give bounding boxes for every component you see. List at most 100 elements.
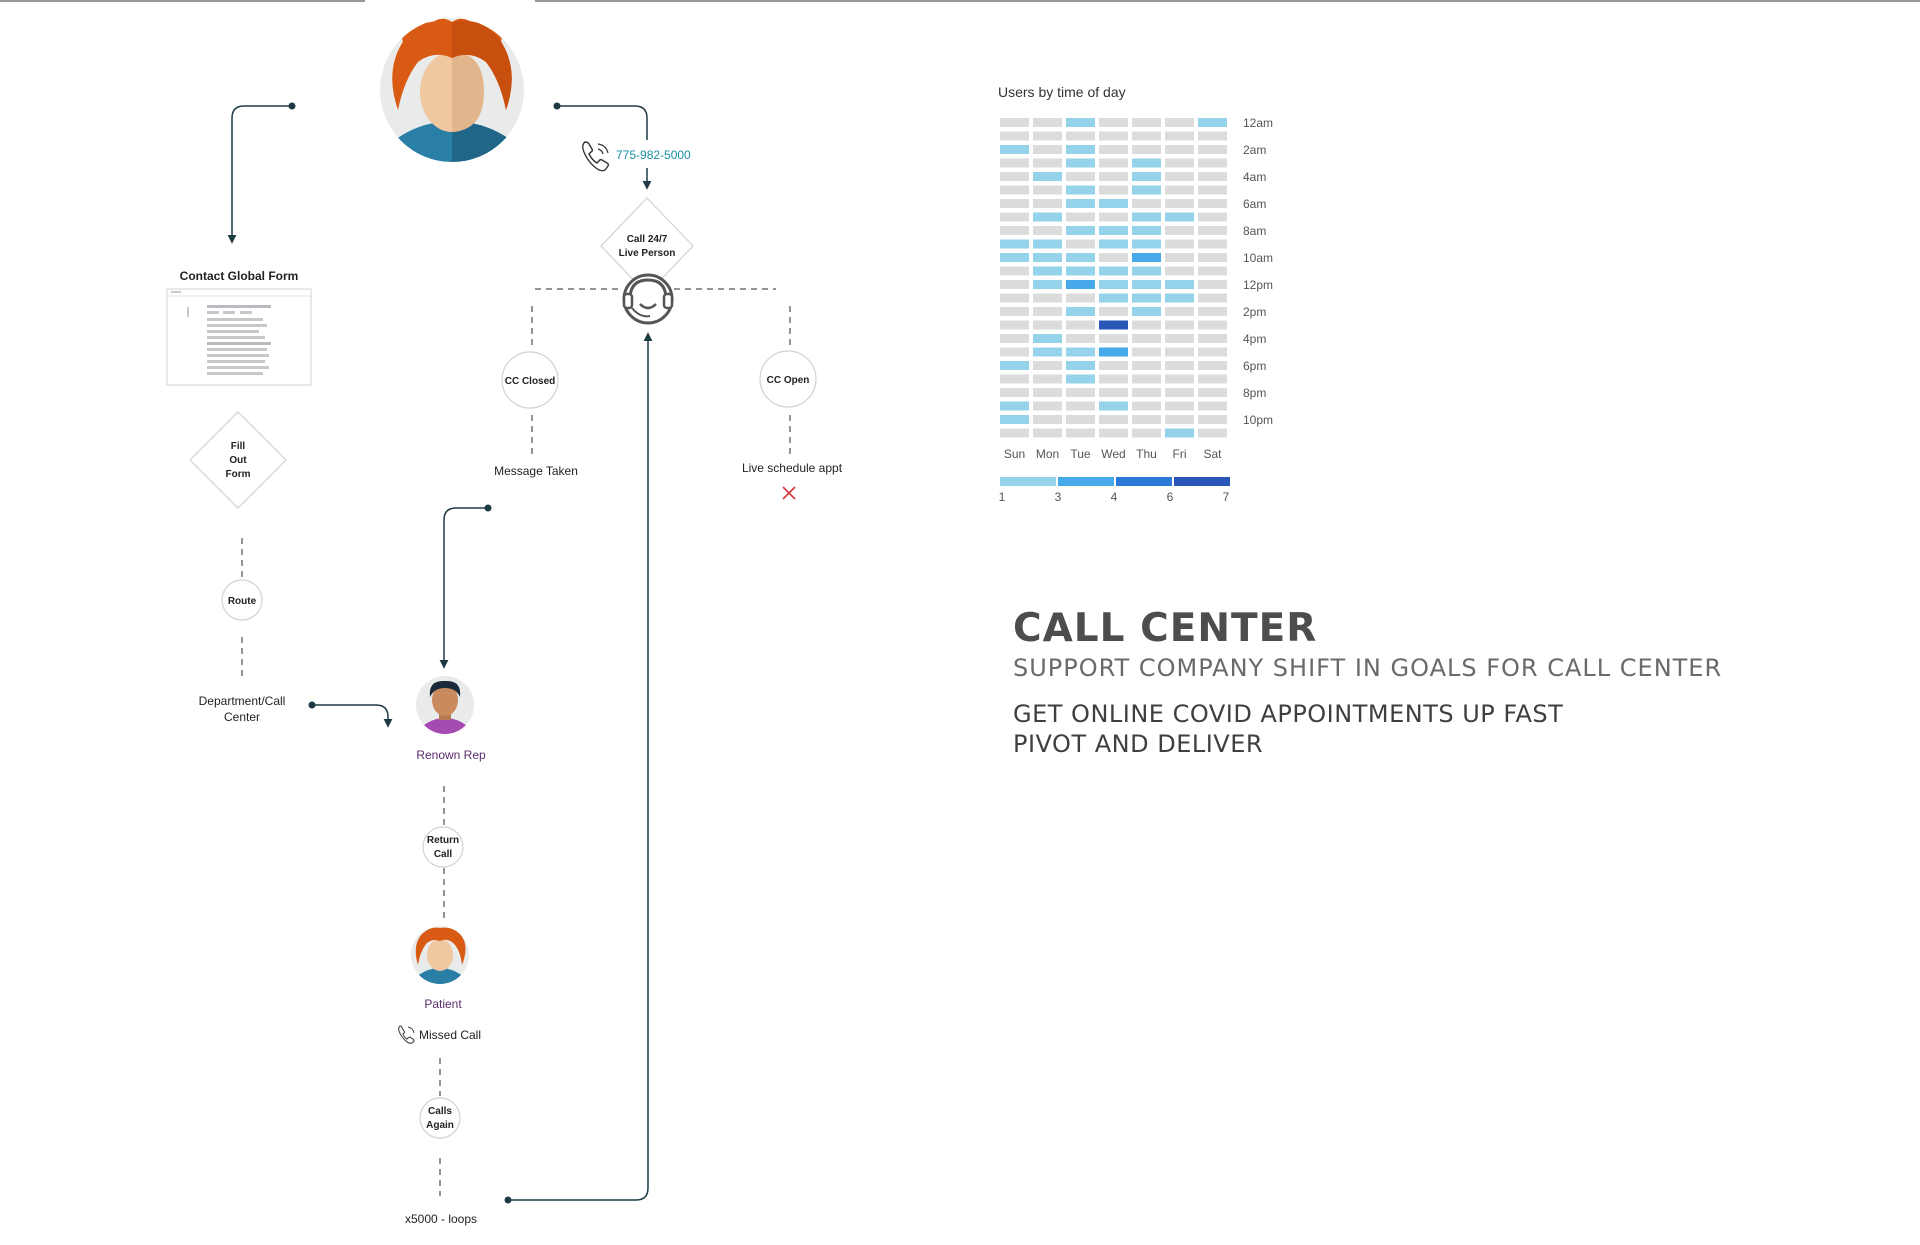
svg-text:Live Person: Live Person [619, 248, 676, 259]
heatmap-cell [1165, 266, 1194, 276]
heatmap-cell [1132, 239, 1161, 249]
phone-number: 775-982-5000 [616, 148, 691, 162]
patient-avatar-large [380, 18, 524, 162]
heatmap-cell [1198, 415, 1227, 424]
heatmap-cell [1132, 145, 1161, 154]
heatmap-cell [1132, 280, 1161, 289]
svg-text:Center: Center [224, 710, 260, 724]
heatmap-cell [1000, 347, 1029, 357]
heatmap-cell [1132, 361, 1161, 370]
heatmap-cell [1099, 266, 1128, 276]
heatmap-day-label: Sat [1203, 447, 1222, 461]
heatmap-hour-label: 4pm [1243, 332, 1266, 346]
heatmap-cell [1132, 226, 1161, 235]
fill-form-node: Fill Out Form [189, 411, 287, 509]
heatmap-legend-swatch [1000, 477, 1056, 486]
heatmap-cell [1132, 307, 1161, 316]
heatmap-cell [1000, 253, 1029, 262]
heatmap-cell [1165, 158, 1194, 168]
patient-label: Patient [424, 997, 462, 1011]
heatmap-cell [1033, 226, 1062, 235]
heatmap-cell [1000, 293, 1029, 303]
svg-text:Form: Form [226, 469, 251, 480]
heatmap-cell [1066, 401, 1095, 411]
heatmap-cell [1132, 334, 1161, 343]
heatmap-cell [1198, 293, 1227, 303]
heatmap-cell [1066, 415, 1095, 424]
heatmap-cell [1165, 361, 1194, 370]
heatmap-cell [1165, 347, 1194, 357]
heatmap-cell [1198, 226, 1227, 235]
heatmap-cell [1198, 280, 1227, 289]
heatmap-cell [1000, 226, 1029, 235]
heatmap-day-label: Wed [1101, 447, 1125, 461]
heatmap-cell [1000, 212, 1029, 222]
heatmap-cell [1033, 118, 1062, 127]
heatmap-legend-swatch [1174, 477, 1230, 486]
heatmap-cell [1066, 280, 1095, 289]
heatmap-cell [1033, 293, 1062, 303]
dashed-connectors [241, 288, 791, 1196]
heatmap-cell [1099, 212, 1128, 222]
form-thumbnail-icon [166, 288, 312, 386]
heatmap-legend-value: 7 [1223, 490, 1230, 504]
heatmap-cell [1000, 320, 1029, 330]
heatmap-cell [1198, 361, 1227, 370]
heatmap-day-label: Fri [1173, 447, 1187, 461]
heatmap-cell [1099, 172, 1128, 181]
heatmap-cell [1099, 239, 1128, 249]
heatmap-day-label: Tue [1070, 447, 1091, 461]
heatmap-cell [1066, 158, 1095, 168]
heatmap-cell [1198, 334, 1227, 343]
heatmap-cell [1099, 347, 1128, 357]
heatmap-cell [1099, 374, 1128, 384]
heatmap-cell [1132, 158, 1161, 168]
svg-text:CC Closed: CC Closed [505, 376, 556, 387]
heatmap-cell [1099, 428, 1128, 438]
heatmap-cell [1033, 428, 1062, 438]
connectors [227, 105, 653, 1201]
heatmap-cell [1132, 374, 1161, 384]
heatmap-cell [1066, 361, 1095, 370]
heatmap-day-label: Mon [1036, 447, 1059, 461]
cc-open-node: CC Open [759, 350, 817, 408]
heatmap-cell [1198, 347, 1227, 357]
heatmap-cell [1099, 185, 1128, 195]
heatmap-cell [1099, 415, 1128, 424]
heatmap-cell [1000, 199, 1029, 208]
heatmap-cell [1198, 212, 1227, 222]
heatmap-cell [1165, 239, 1194, 249]
close-icon [782, 486, 796, 500]
heatmap-cell [1000, 118, 1029, 127]
heatmap-cell [1165, 226, 1194, 235]
heatmap-cell [1000, 388, 1029, 397]
heatmap-cells [1000, 118, 1227, 438]
message-taken-label: Message Taken [494, 464, 578, 478]
missed-call-label: Missed Call [419, 1028, 481, 1042]
heatmap-cell [1132, 118, 1161, 127]
heatmap-cell [1099, 307, 1128, 316]
heatmap-cell [1000, 131, 1029, 141]
heatmap-hour-label: 8am [1243, 224, 1266, 238]
heatmap-cell [1033, 334, 1062, 343]
heatmap-cell [1198, 374, 1227, 384]
heatmap-cell [1066, 320, 1095, 330]
heatmap-cell [1198, 239, 1227, 249]
heatmap-cell [1099, 226, 1128, 235]
heatmap-legend-value: 3 [1055, 490, 1062, 504]
heatmap-cell [1165, 388, 1194, 397]
heatmap-cell [1033, 374, 1062, 384]
headset-icon [622, 273, 674, 325]
heatmap-cell [1132, 347, 1161, 357]
heatmap-cell [1198, 131, 1227, 141]
heatmap-cell [1099, 401, 1128, 411]
heatmap-cell [1033, 347, 1062, 357]
heatmap-cell [1066, 293, 1095, 303]
heatmap-title: Users by time of day [998, 84, 1126, 100]
heatmap-cell [1132, 266, 1161, 276]
loops-label: x5000 - loops [405, 1212, 477, 1226]
heatmap-cell [1033, 280, 1062, 289]
heatmap-cell [1132, 131, 1161, 141]
heatmap-cell [1000, 415, 1029, 424]
